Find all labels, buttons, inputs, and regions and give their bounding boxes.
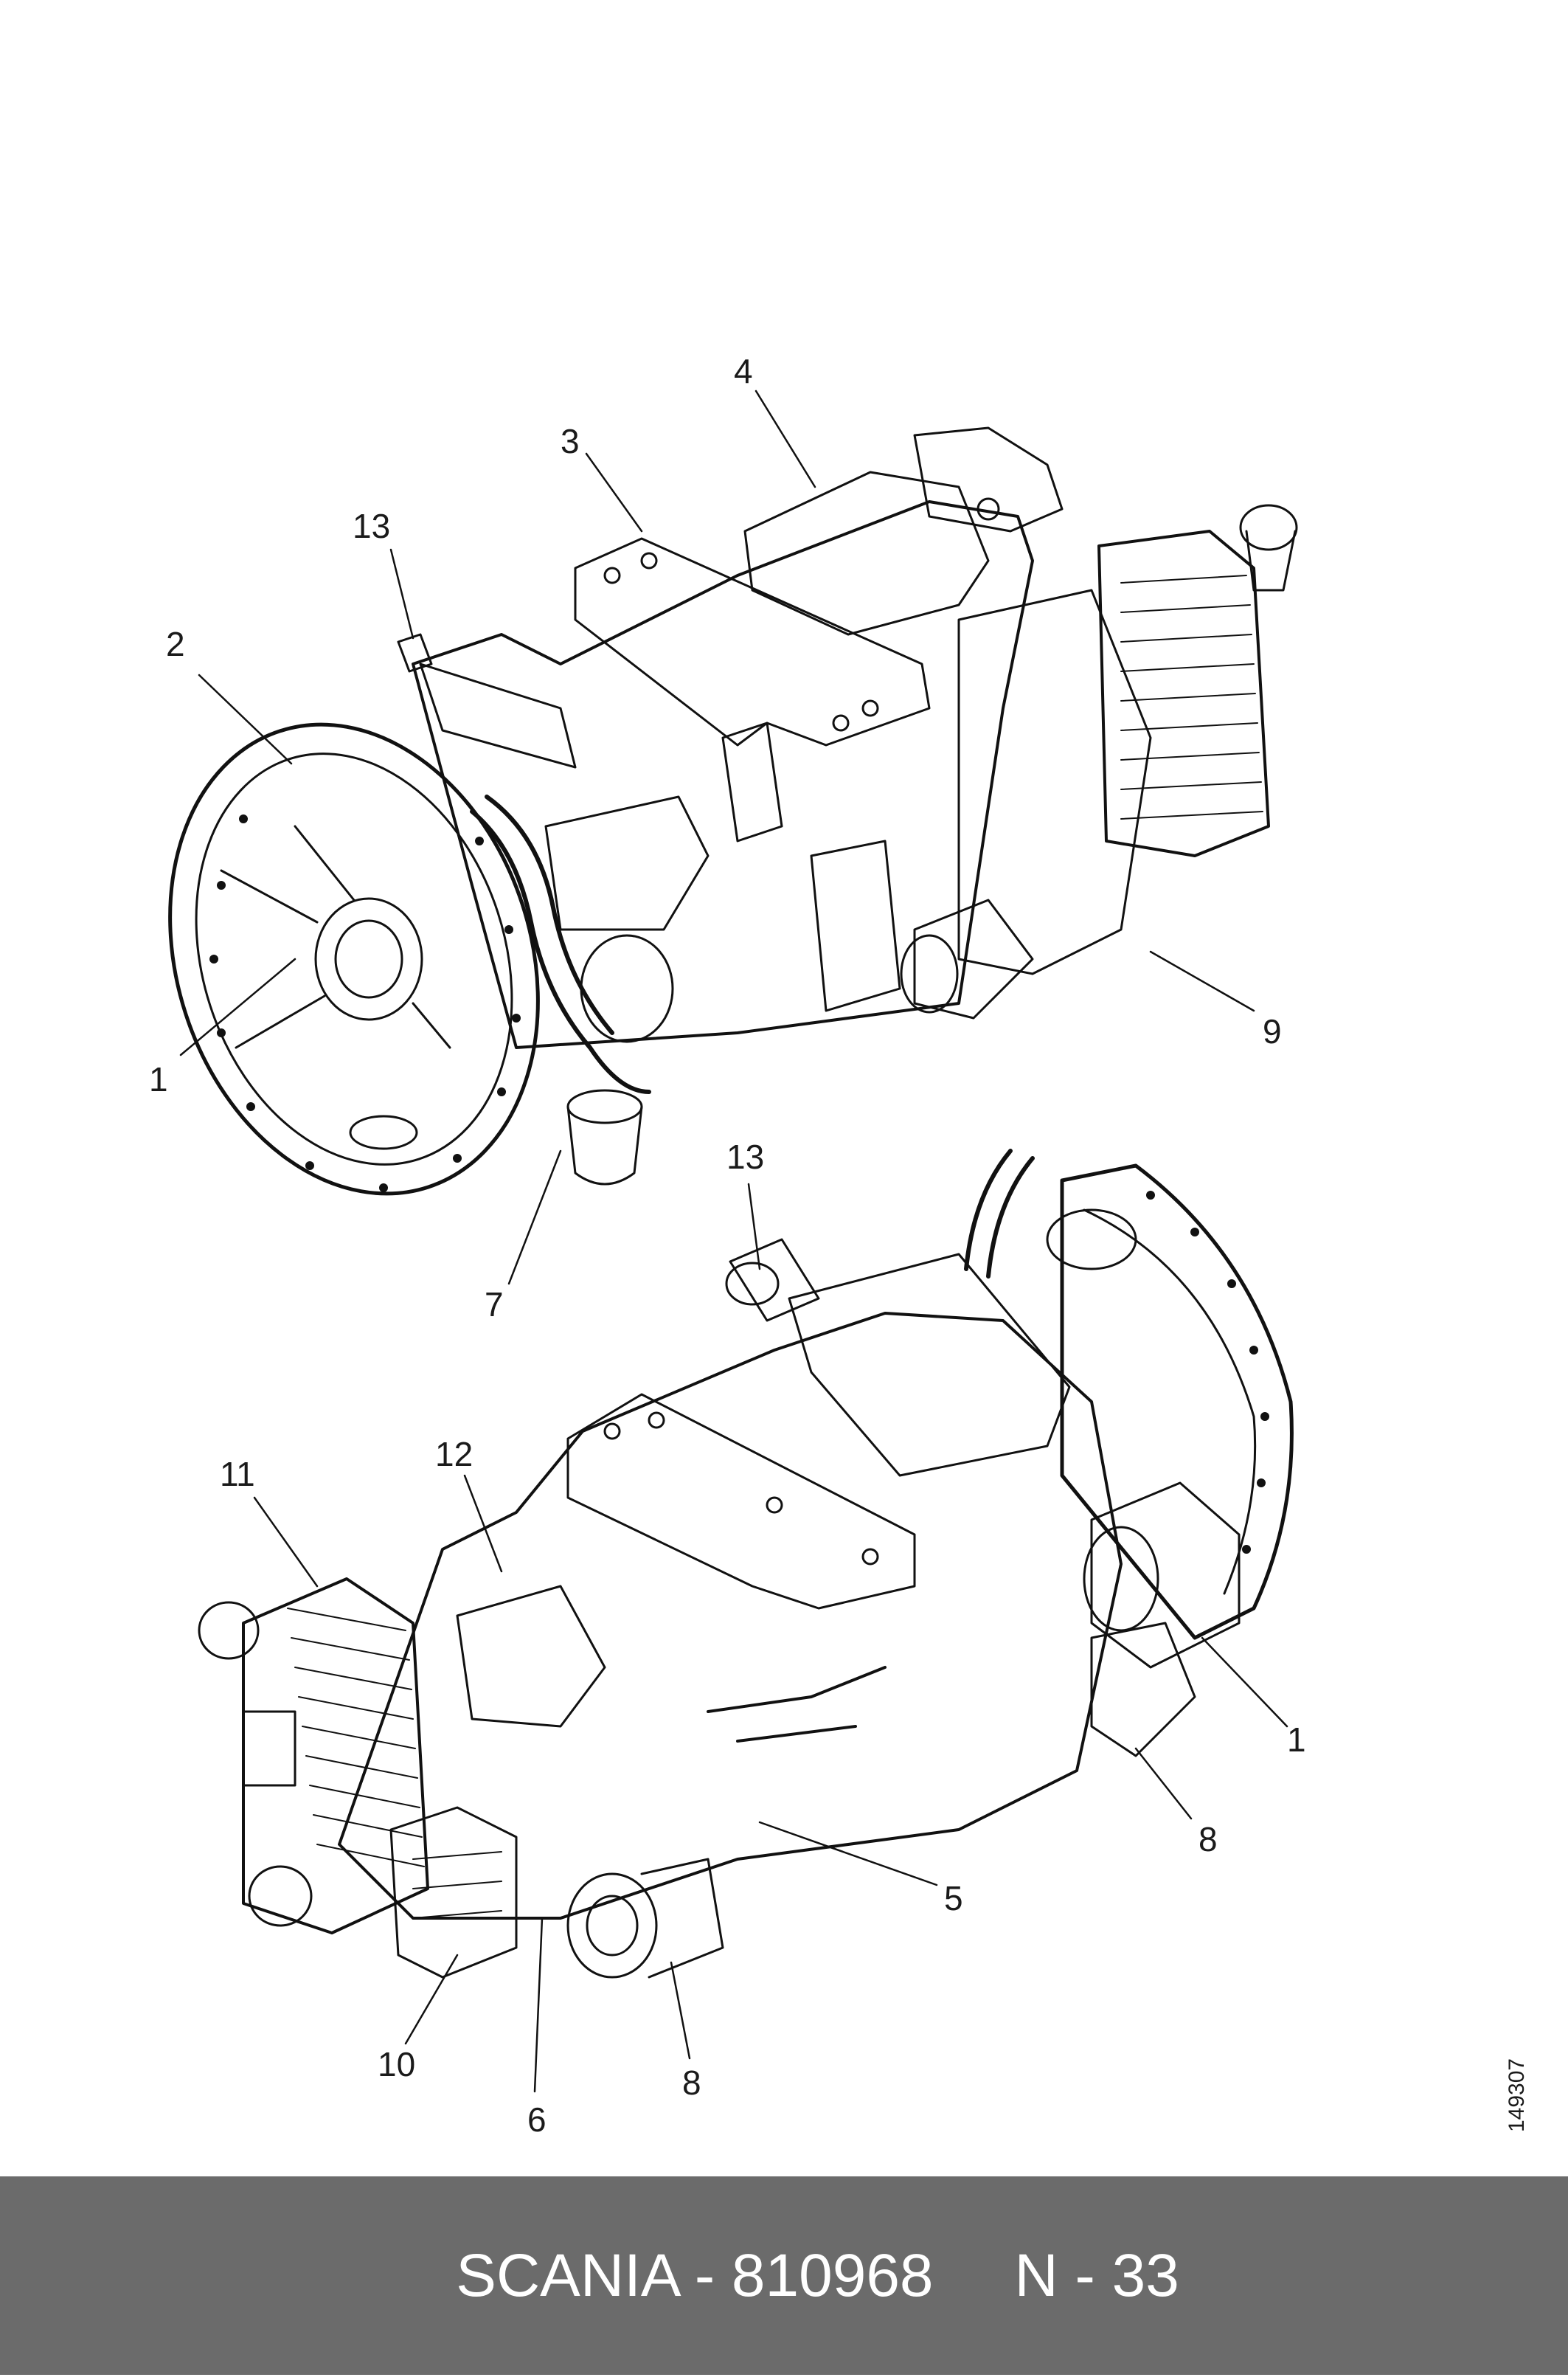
callout-1-top: 1 xyxy=(149,1060,168,1099)
callout-12-bottom: 12 xyxy=(435,1435,473,1473)
drawing-reference-number: 149307 xyxy=(1505,2058,1529,2132)
footer-bar: SCANIA - 810968 N - 33 xyxy=(0,2176,1568,2375)
footer-text: SCANIA - 810968 N - 33 xyxy=(389,2172,1179,2380)
callout-6-bottom: 6 xyxy=(527,2100,547,2139)
callout-11-bottom: 11 xyxy=(220,1455,255,1493)
bottom-gearbox-illustration xyxy=(198,1149,1294,1979)
callout-2-top: 2 xyxy=(166,625,185,663)
callout-3-top: 3 xyxy=(561,422,580,460)
page-label: N - 33 xyxy=(1014,2241,1179,2309)
exploded-parts-diagram xyxy=(168,390,1298,2093)
callout-10-bottom: 10 xyxy=(378,2045,416,2083)
callout-4-top: 4 xyxy=(734,352,753,390)
part-number-label: SCANIA - 810968 xyxy=(456,2241,934,2309)
leader-lines xyxy=(179,390,1288,2093)
callout-8-bottom-right: 8 xyxy=(1198,1820,1218,1858)
top-gearbox-illustration xyxy=(168,426,1298,1196)
callout-1-bottom: 1 xyxy=(1287,1720,1306,1759)
callout-5-bottom: 5 xyxy=(944,1879,963,1917)
callout-8-bottom-left: 8 xyxy=(682,2064,701,2102)
callout-7-top: 7 xyxy=(485,1285,504,1324)
callout-13-top: 13 xyxy=(353,507,391,545)
callout-9-top: 9 xyxy=(1263,1012,1282,1051)
callout-13-bottom: 13 xyxy=(726,1138,765,1176)
